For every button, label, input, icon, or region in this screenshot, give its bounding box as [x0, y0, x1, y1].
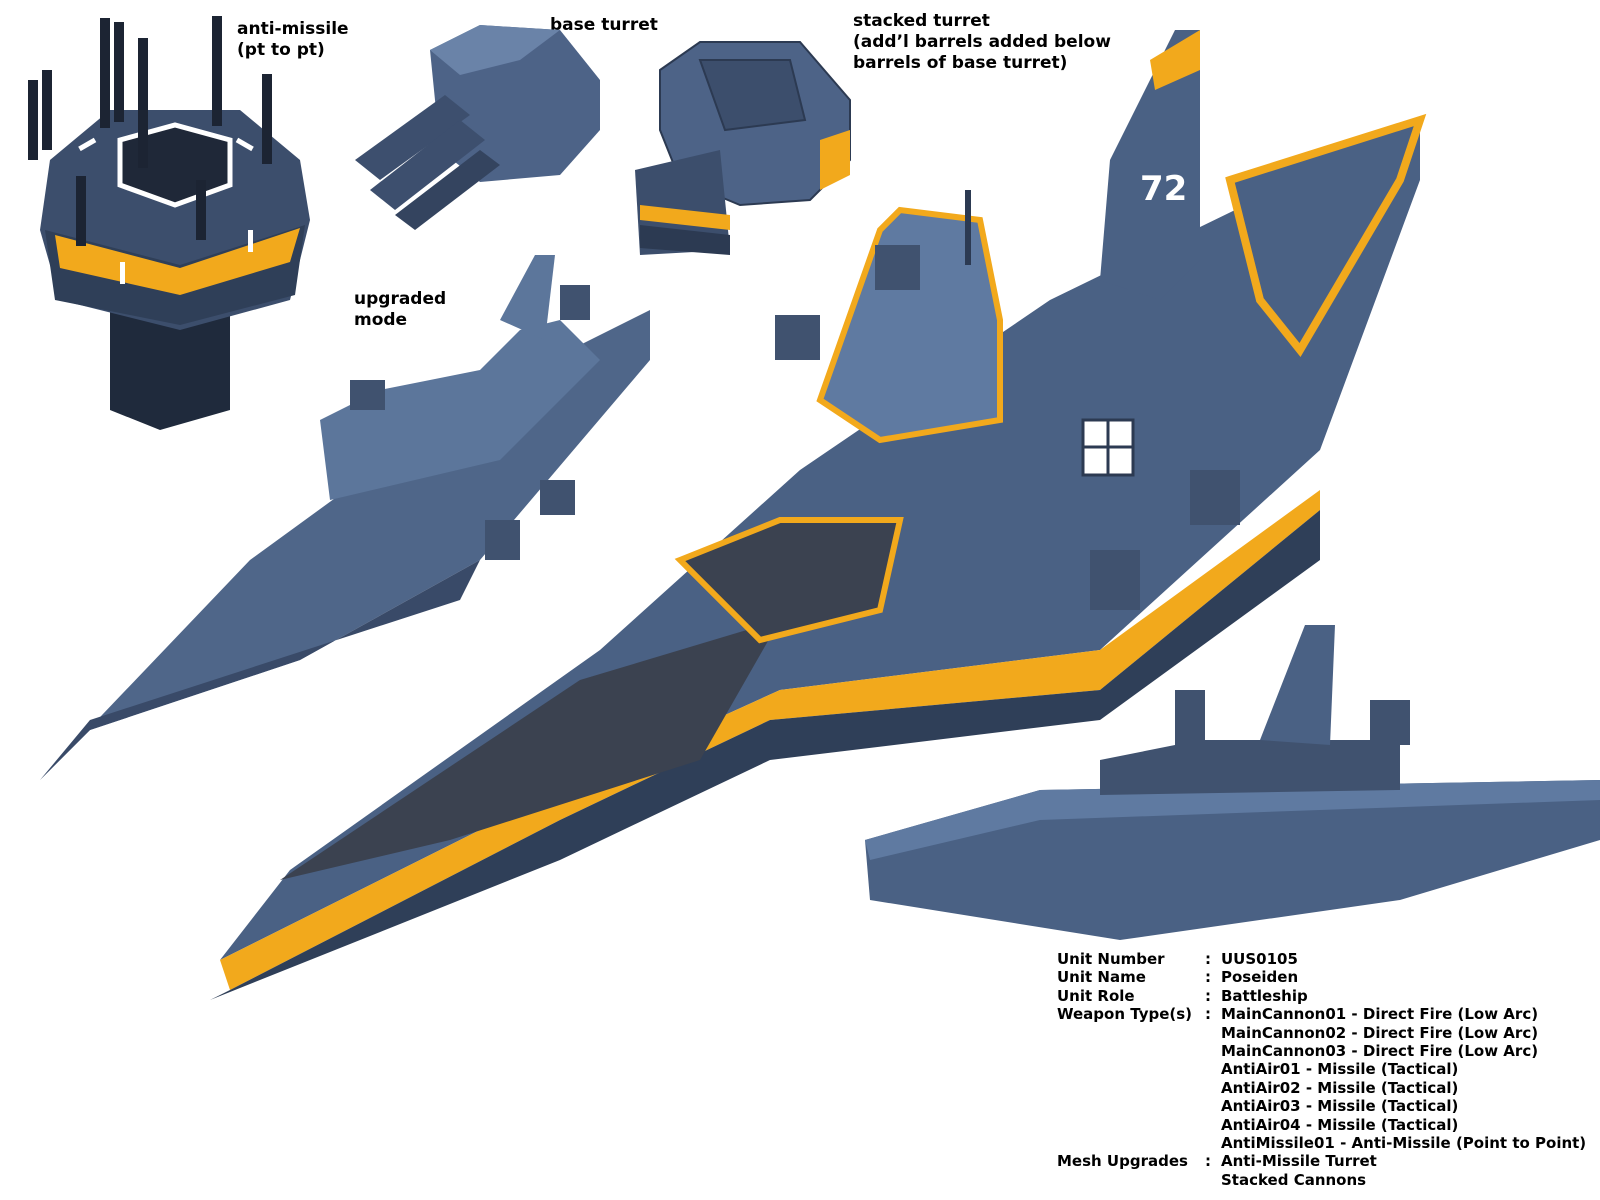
upgraded-mode-ship: [40, 255, 650, 780]
unit-specs: Unit Number:UUS0105 Unit Name:Poseiden U…: [1057, 950, 1586, 1189]
spec-row: Mesh Upgrades:Anti-Missile Turret Stacke…: [1057, 1152, 1377, 1189]
spec-row: Unit Number:UUS0105: [1057, 950, 1298, 968]
label-anti-missile: anti-missile (pt to pt): [237, 19, 349, 60]
label-base-turret: base turret: [550, 15, 658, 35]
spec-key: Mesh Upgrades: [1057, 1152, 1188, 1171]
spec-key: Unit Role: [1057, 986, 1135, 1005]
side-view-ship: [865, 625, 1600, 940]
spec-key: Weapon Type(s): [1057, 1005, 1193, 1024]
stacked-turret: [635, 41, 851, 255]
spec-value: Poseiden: [1221, 968, 1299, 987]
label-stacked-turret: stacked turret (add’l barrels added belo…: [853, 11, 1111, 73]
spec-key: Unit Name: [1057, 968, 1146, 987]
spec-value: Anti-Missile Turret Stacked Cannons: [1221, 1152, 1377, 1189]
spec-row: Weapon Type(s):MainCannon01 - Direct Fir…: [1057, 1005, 1587, 1153]
spec-key: Unit Number: [1057, 950, 1165, 968]
spec-value: UUS0105: [1221, 950, 1298, 968]
hull-number: 72: [1140, 169, 1187, 209]
base-turret: [355, 25, 600, 230]
spec-row: Unit Name:Poseiden: [1057, 968, 1299, 987]
anti-missile-turret: [28, 16, 310, 430]
spec-row: Unit Role:Battleship: [1057, 986, 1308, 1005]
spec-value: MainCannon01 - Direct Fire (Low Arc) Mai…: [1221, 1005, 1587, 1153]
spec-value: Battleship: [1221, 986, 1308, 1005]
main-battleship: 72: [210, 30, 1427, 1000]
label-upgraded-mode: upgraded mode: [354, 289, 447, 330]
